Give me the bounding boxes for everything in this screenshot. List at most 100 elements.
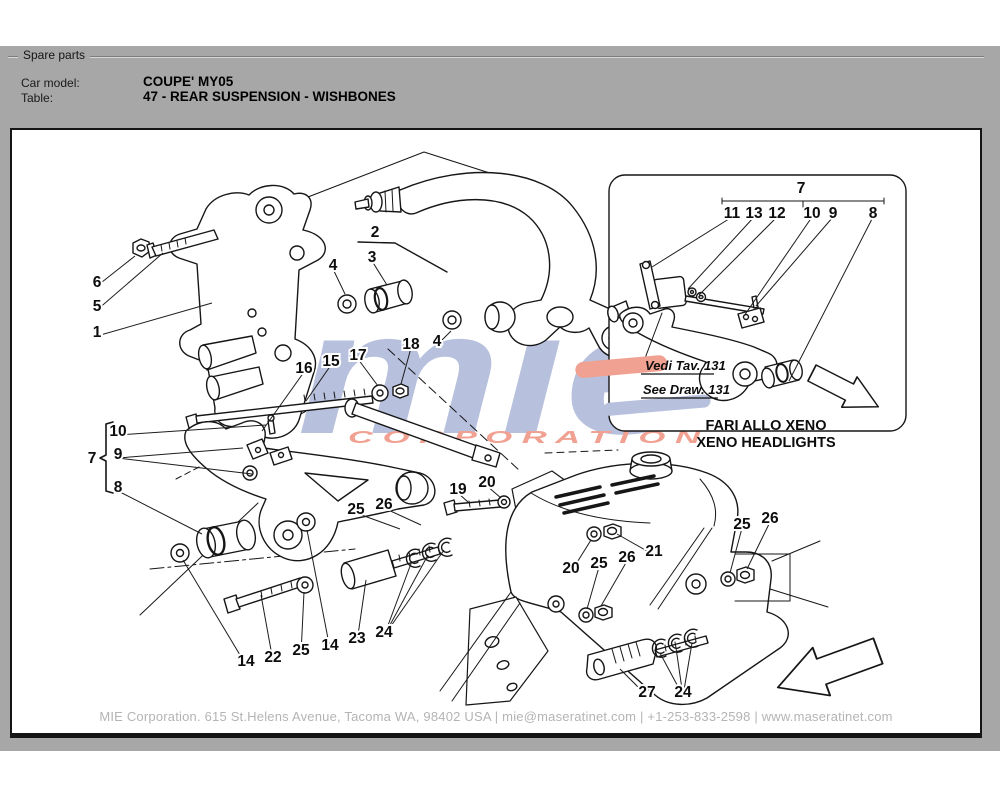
- part-number-callout: 15: [322, 353, 340, 370]
- suspension-diagram: mie C O R P O R A T I O N: [86, 151, 907, 713]
- part-number-callout: 25: [590, 555, 608, 572]
- part-number-callout: 26: [761, 510, 779, 527]
- lower-fasteners: [223, 512, 453, 614]
- part-number-callout: 23: [348, 630, 366, 647]
- groupbox-legend: Spare parts: [18, 48, 91, 62]
- toe-link: [344, 398, 501, 468]
- groupbox-border: [8, 56, 984, 58]
- inset-note-english: See Draw. 131: [643, 382, 730, 397]
- leader-line: [117, 424, 267, 436]
- leader-line: [729, 527, 743, 574]
- leader-line: [682, 642, 693, 697]
- part-number-callout: 26: [375, 496, 393, 513]
- group-bracket-2: [357, 241, 448, 273]
- part-number-callout: 24: [674, 684, 692, 701]
- leader-line: [117, 447, 244, 459]
- inset-texts: Vedi Tav. 131 See Draw. 131 FARI ALLO XE…: [641, 358, 836, 451]
- leader-line: [357, 358, 379, 387]
- part-number-callout: 12: [768, 205, 785, 222]
- part-number-callout: 17: [349, 347, 366, 364]
- leader-line: [651, 216, 733, 268]
- leader-line: [96, 302, 213, 337]
- part-number-callout: 7: [797, 180, 806, 197]
- subframe: [439, 451, 829, 706]
- leader-line: [96, 255, 136, 287]
- table-label: Table:: [21, 91, 54, 105]
- inset-box: [607, 174, 907, 432]
- part-number-callout: 8: [114, 479, 123, 496]
- part-number-callout: 20: [478, 474, 495, 491]
- leader-line: [675, 647, 684, 697]
- part-number-callout: 10: [803, 205, 820, 222]
- leader-line: [619, 668, 648, 697]
- part-number-callout: 5: [93, 298, 102, 315]
- leader-line: [755, 216, 834, 307]
- part-number-callout: 21: [645, 543, 663, 560]
- nut-and-bolt: [132, 229, 219, 259]
- group-bracket-7: [99, 421, 114, 494]
- part-number-callout: 19: [449, 481, 467, 498]
- leader-line: [486, 485, 502, 499]
- part-number-callout: 25: [347, 501, 365, 518]
- part-number-callout: 14: [237, 653, 255, 670]
- knuckle: [169, 184, 326, 439]
- leader-line: [457, 492, 469, 503]
- part-number-callout: 20: [562, 560, 579, 577]
- leader-line: [182, 559, 247, 666]
- part-number-callout: 8: [869, 205, 878, 222]
- leader-line: [383, 554, 429, 637]
- leader-line: [600, 560, 628, 607]
- leader-line: [260, 594, 274, 662]
- part-number-callout: 25: [292, 642, 310, 659]
- inset-caption-english: XENO HEADLIGHTS: [696, 435, 836, 451]
- leader-line: [687, 216, 755, 290]
- leader-line: [356, 579, 367, 643]
- part-number-callout: 10: [109, 423, 126, 440]
- part-number-callout: 16: [295, 360, 313, 377]
- car-model-label: Car model:: [21, 76, 80, 90]
- headlight-level-sensor: [639, 260, 765, 329]
- part-number-callout: 2: [371, 224, 380, 241]
- leader-line: [383, 507, 422, 526]
- leader-line: [371, 260, 388, 286]
- leader-line: [788, 216, 874, 382]
- leader-line: [616, 533, 655, 556]
- leader-line: [117, 490, 203, 535]
- part-number-callout: 24: [375, 624, 393, 641]
- inset-note-italian: Vedi Tav. 131: [645, 358, 726, 373]
- line-art: [99, 151, 907, 713]
- adjuster-and-clips: [585, 628, 709, 681]
- part-number-callout: 7: [88, 450, 97, 467]
- part-number-callout: 26: [618, 549, 636, 566]
- watermark-accent-bars: [575, 355, 711, 416]
- leader-line: [96, 252, 164, 311]
- bushing-assembly: [337, 279, 462, 330]
- leader-line: [300, 591, 305, 655]
- part-number-callout: 9: [829, 205, 838, 222]
- table-value: 47 - REAR SUSPENSION - WISHBONES: [143, 89, 396, 104]
- leader-line: [383, 560, 413, 637]
- part-number-callout: 22: [264, 649, 281, 666]
- leader-line: [332, 268, 346, 295]
- part-number-callout: 27: [638, 684, 655, 701]
- part-number-callout: 18: [402, 336, 420, 353]
- leader-line: [305, 364, 332, 402]
- part-number-callout: 1: [93, 324, 102, 341]
- frame-bolt: [443, 495, 511, 516]
- part-number-callout: 4: [329, 257, 338, 274]
- car-model-value: COUPE' MY05: [143, 74, 234, 89]
- part-number-callout: 3: [368, 249, 377, 266]
- leader-line: [586, 566, 600, 610]
- leader-line: [261, 371, 305, 432]
- part-number-callout: 25: [733, 516, 751, 533]
- part-number-callout: 11: [724, 205, 741, 222]
- leader-line: [383, 549, 445, 637]
- leader-line: [698, 216, 778, 296]
- inset-caption-italian: FARI ALLO XENO: [705, 418, 826, 434]
- leader-line: [570, 539, 592, 573]
- leader-line: [400, 347, 412, 385]
- part-number-callout: 9: [114, 446, 123, 463]
- leader-line: [746, 521, 771, 570]
